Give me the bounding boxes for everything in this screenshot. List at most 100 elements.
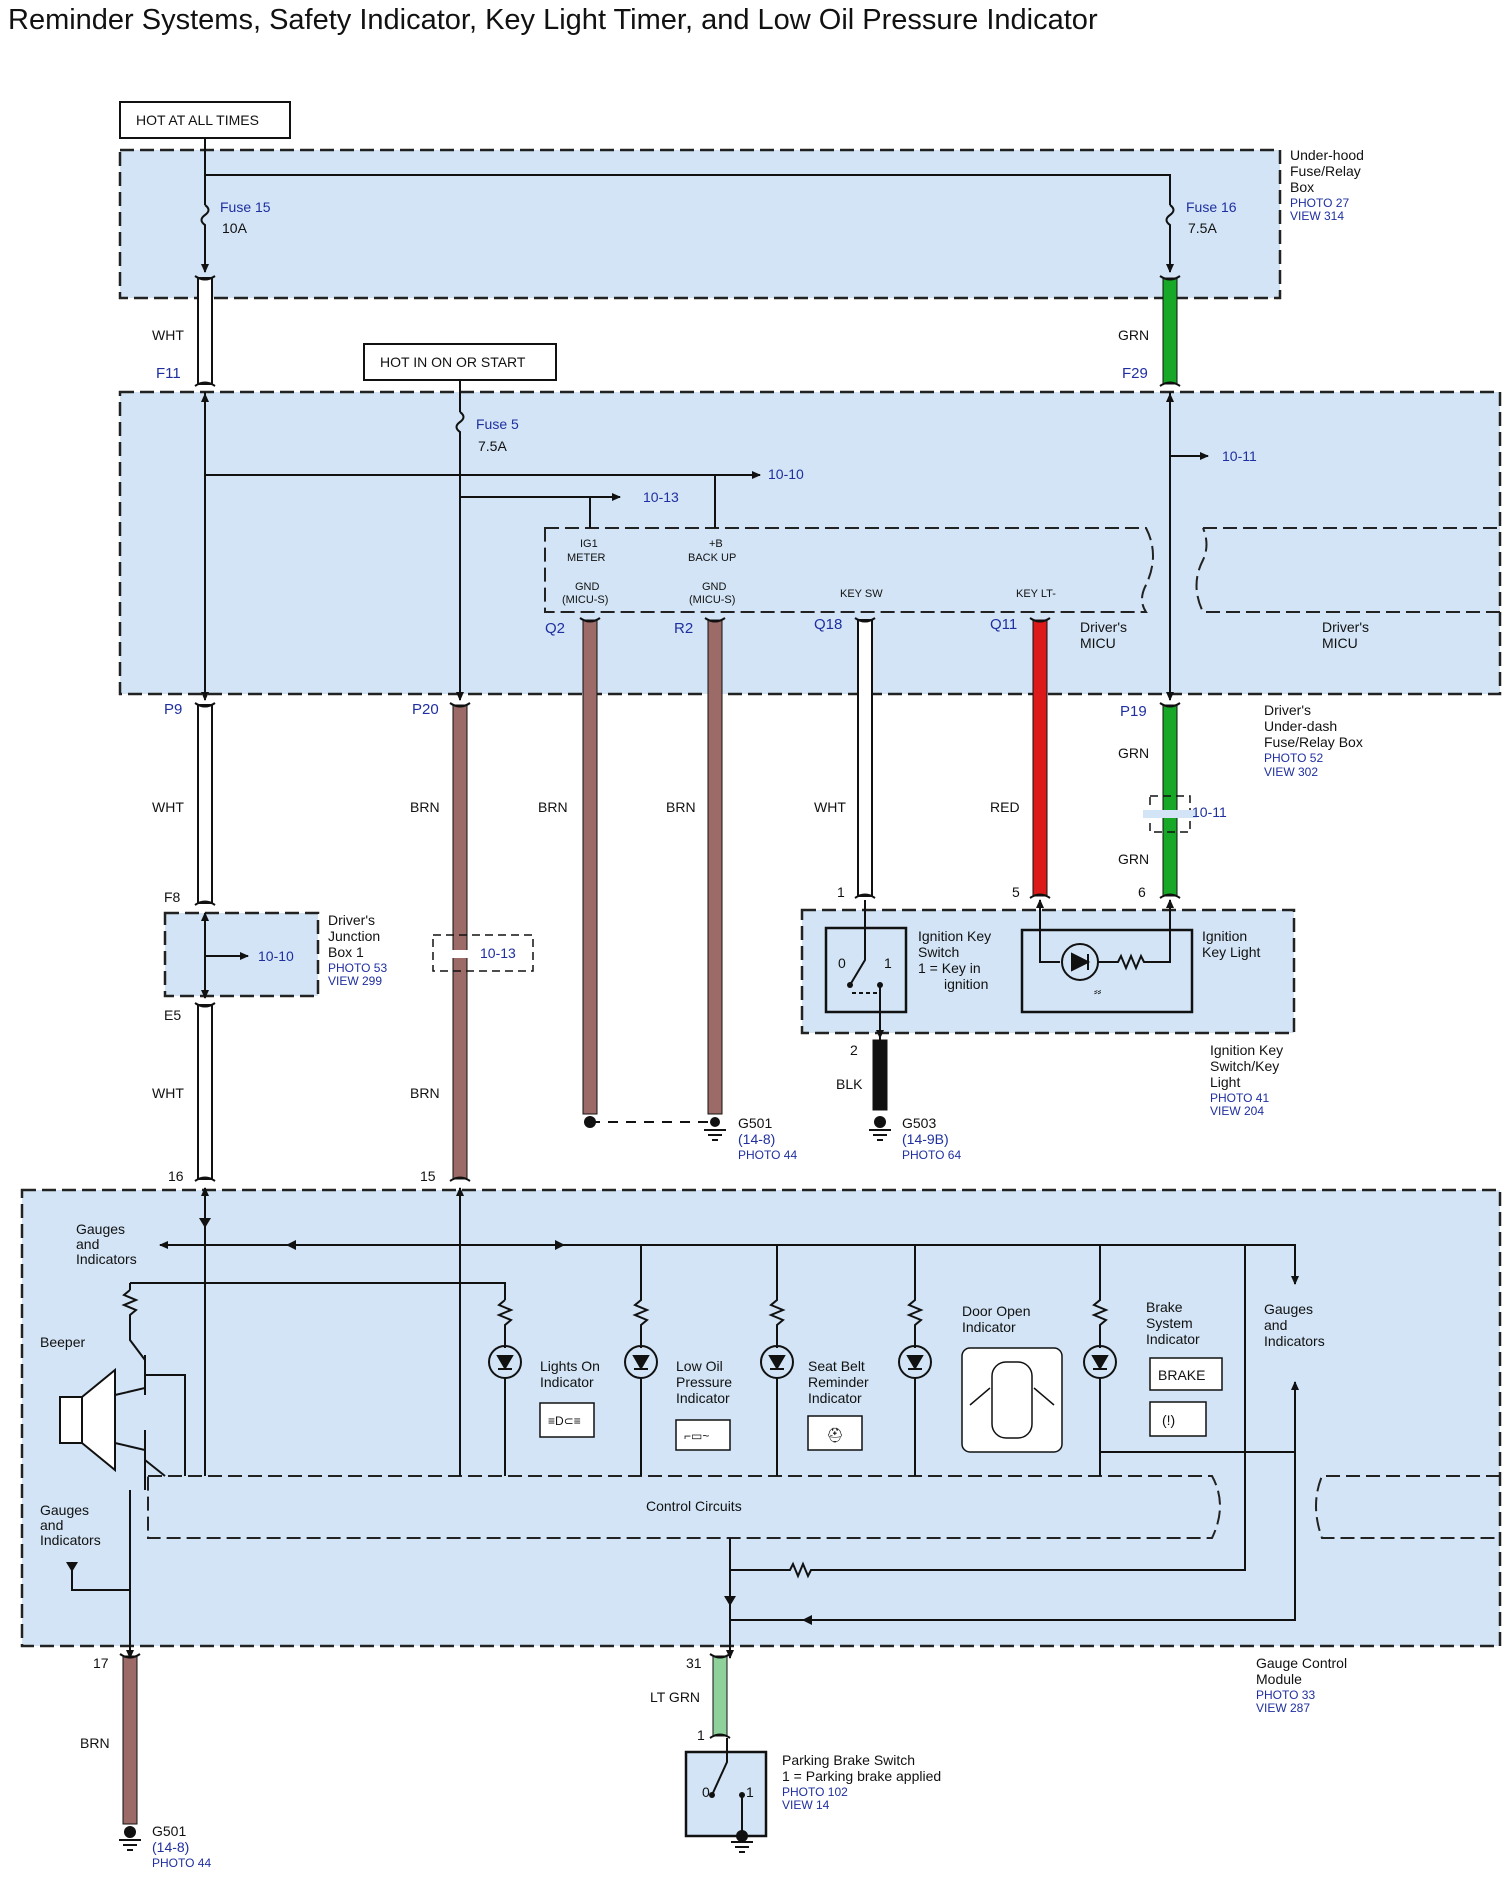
g503-label: G503 [902, 1115, 936, 1131]
conn-r2: R2 [674, 620, 693, 637]
wire-label-ltgrn: LT GRN [650, 1689, 700, 1705]
fuse16-rating: 7.5A [1188, 220, 1217, 236]
hot-at-all-times-label: HOT AT ALL TIMES [136, 112, 259, 128]
diode-31-icon [724, 1596, 736, 1606]
ign-switch-line1: Ignition Key [918, 928, 991, 944]
wire-wht-top [197, 277, 213, 385]
micu-key-lt: KEY LT- [1016, 588, 1056, 600]
connector-caps [119, 275, 1181, 1739]
gauges-right-line3: Indicators [1264, 1333, 1325, 1349]
seat-belt-line2: Reminder [808, 1374, 869, 1390]
underdash-view: VIEW 302 [1264, 765, 1318, 779]
wire-wht-e5 [197, 1004, 213, 1180]
beeper-transistor-top-icon [144, 1355, 186, 1476]
oil-can-icon: ⌐▭~ [684, 1429, 709, 1443]
ref-1011-b: 10-11 [1192, 804, 1227, 820]
gauges-left-line2: and [40, 1517, 63, 1533]
micu-name-line1: Driver's [1080, 619, 1127, 635]
seat-belt-icon: ⛑ [826, 1427, 844, 1443]
wire-grn-p19 [1162, 704, 1178, 897]
brake-warning-icon: (!) [1162, 1412, 1175, 1428]
wire-brn-p20 [452, 704, 468, 1180]
ign-switch-pos1: 1 [884, 955, 892, 971]
wire-light-left [1039, 900, 1060, 963]
conn-ik5: 5 [1012, 884, 1020, 900]
indicator-lamps [488, 1245, 1117, 1476]
fuse5-icon [455, 411, 465, 698]
wire-label-wht3: WHT [814, 799, 846, 815]
fuse16-name: Fuse 16 [1186, 199, 1237, 215]
conn-ik2: 2 [850, 1042, 858, 1058]
wire-wht-q18 [857, 619, 873, 897]
key-light-diode-icon [1071, 952, 1091, 972]
brake-line3: Indicator [1146, 1331, 1200, 1347]
jb-name-line1: Driver's [328, 912, 375, 928]
conn-f8: F8 [164, 889, 181, 905]
wire-label-red: RED [990, 799, 1020, 815]
connector-1013-box [432, 934, 534, 972]
ign-name-line1: Ignition Key [1210, 1042, 1283, 1058]
control-circuits-box-2 [1315, 1475, 1500, 1539]
light-rays-icon: ⸗⸗ [1094, 986, 1102, 998]
conn-p20: P20 [412, 701, 439, 718]
junction-box [163, 911, 320, 998]
ign-view: VIEW 204 [1210, 1104, 1264, 1118]
gauge-name-line1: Gauge Control [1256, 1655, 1347, 1671]
wire-brn-r2 [707, 619, 723, 1115]
underdash-name-line2: Under-dash [1264, 718, 1337, 734]
jb-name-line3: Box 1 [328, 944, 364, 960]
ign-switch-line3: 1 = Key in [918, 960, 981, 976]
conn-17: 17 [93, 1655, 109, 1671]
wire-label-brn1: BRN [410, 799, 440, 815]
ground-icon-g503 [869, 1116, 891, 1141]
headlight-icon: ≡D⊂≡ [548, 1414, 581, 1428]
car-top-icon [991, 1361, 1033, 1439]
underdash-name-line3: Fuse/Relay Box [1264, 734, 1363, 750]
wire-gauge-bus [205, 1244, 1296, 1280]
underdash-name-line1: Driver's [1264, 702, 1311, 718]
wire-label-brn3: BRN [666, 799, 696, 815]
underhood-name-line2: Fuse/Relay [1290, 163, 1361, 179]
parking-photo: PHOTO 102 [782, 1785, 848, 1799]
diode-bus-left-icon [286, 1240, 296, 1250]
parking-pos0: 0 [702, 1784, 710, 1800]
seat-belt-line3: Indicator [808, 1390, 862, 1406]
gauge-control-module-box [20, 1188, 1502, 1648]
jb-name-line2: Junction [328, 928, 380, 944]
door-open-icon-box [961, 1347, 1063, 1453]
g501b-ref: (14-8) [152, 1839, 189, 1855]
connector-1013-gap [446, 950, 476, 958]
ref-1013-b: 10-13 [480, 945, 516, 961]
jb-photo: PHOTO 53 [328, 961, 387, 975]
underhood-name-line1: Under-hood [1290, 147, 1364, 163]
ground-icon-g501b [119, 1826, 141, 1851]
hot-at-all-times-box [119, 101, 291, 139]
ign-switch-line2: Switch [918, 944, 959, 960]
switch-contact-0 [847, 982, 853, 988]
conn-pb1: 1 [697, 1727, 705, 1743]
ign-switch-pos0: 0 [838, 955, 846, 971]
conn-f29: F29 [1122, 365, 1148, 382]
wire-control-diode [730, 1452, 1296, 1621]
micu-backup-line1: +B [709, 538, 723, 550]
car-door-icon [969, 1387, 1055, 1406]
seat-belt-line1: Seat Belt [808, 1358, 865, 1374]
parking-name-line2: 1 = Parking brake applied [782, 1768, 941, 1784]
beeper-transistor-bottom-icon [114, 1430, 166, 1490]
g501a-ref: (14-8) [738, 1131, 775, 1147]
diode-control-icon [802, 1615, 812, 1625]
ground-icon-parking [731, 1830, 753, 1853]
fuse15-icon [200, 204, 210, 268]
wire-wht-p9 [197, 704, 213, 904]
fuse5-name: Fuse 5 [476, 416, 519, 432]
lights-on-icon-box [539, 1402, 595, 1438]
ign-light-line2: Key Light [1202, 944, 1260, 960]
ref-1010: 10-10 [768, 466, 804, 482]
g501a-photo: PHOTO 44 [738, 1148, 797, 1162]
wire-label-brn2: BRN [538, 799, 568, 815]
g501b-photo: PHOTO 44 [152, 1856, 211, 1870]
ground-icon-g501a [704, 1117, 726, 1141]
micu-ig1-line2: METER [567, 552, 606, 564]
door-open-line1: Door Open [962, 1303, 1030, 1319]
